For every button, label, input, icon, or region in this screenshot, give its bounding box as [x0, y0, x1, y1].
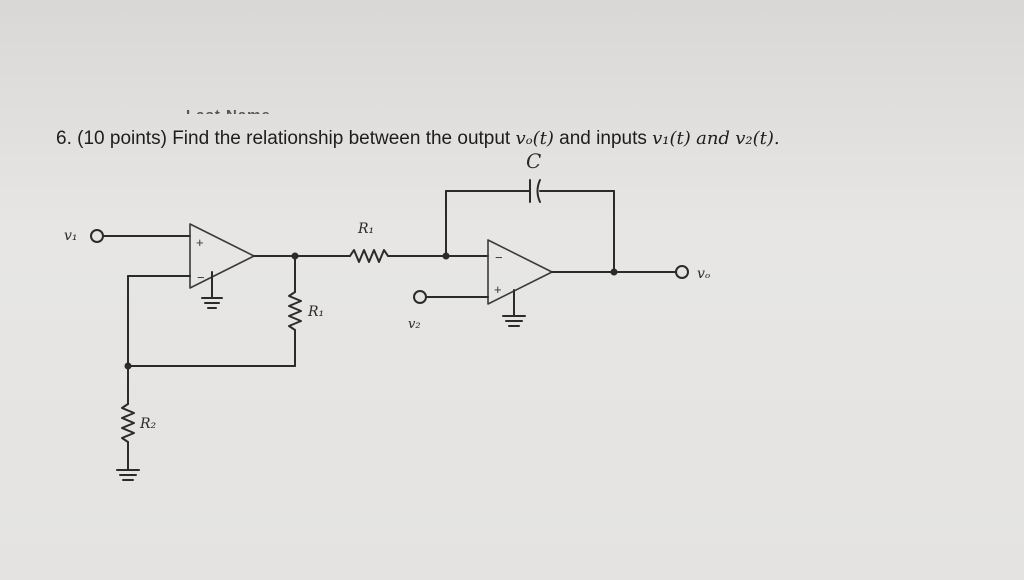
- capacitor-plate-right: [536, 179, 541, 203]
- question-points: (10 points): [77, 128, 167, 149]
- and-inputs-text: and inputs: [559, 128, 647, 149]
- opamp1-triangle: [189, 223, 255, 289]
- output-terminal: [675, 265, 689, 279]
- junction-left: [124, 362, 132, 370]
- question-prompt: Find the relationship between the output: [172, 128, 511, 149]
- question-number: 6.: [56, 128, 72, 149]
- input2-terminal: [413, 290, 427, 304]
- label-capacitor: C: [526, 149, 541, 173]
- junction-node: [442, 252, 450, 260]
- question-text: 6. (10 points) Find the relationship bet…: [56, 128, 780, 150]
- label-r2: R₂: [139, 416, 157, 432]
- and-word: and: [696, 128, 730, 149]
- input1-terminal: [90, 229, 104, 243]
- opamp2-minus-sign: −: [495, 250, 503, 265]
- label-r1-series: R₁: [357, 221, 374, 237]
- opamp2-plus-sign: +: [494, 282, 502, 297]
- opamp1-plus-sign: +: [196, 235, 204, 250]
- resistor-r2: [121, 403, 135, 443]
- junction-output: [610, 268, 618, 276]
- label-output: vₒ: [697, 266, 710, 282]
- header-partial-label: Last Name: [186, 106, 271, 114]
- input2-symbol: v₂(t).: [735, 128, 780, 149]
- resistor-shunt-r1: [288, 291, 302, 331]
- input1-symbol: v₁(t): [652, 128, 691, 149]
- junction-shunt: [291, 252, 299, 260]
- opamp1-minus-sign: −: [197, 270, 205, 285]
- opamp2-triangle: [487, 239, 553, 305]
- label-input2: v₂: [408, 317, 421, 332]
- label-r1-shunt: R₁: [307, 304, 324, 320]
- label-input1: v₁: [64, 228, 78, 244]
- resistor-series-r1: [349, 249, 389, 263]
- output-symbol: vₒ(t): [515, 128, 554, 149]
